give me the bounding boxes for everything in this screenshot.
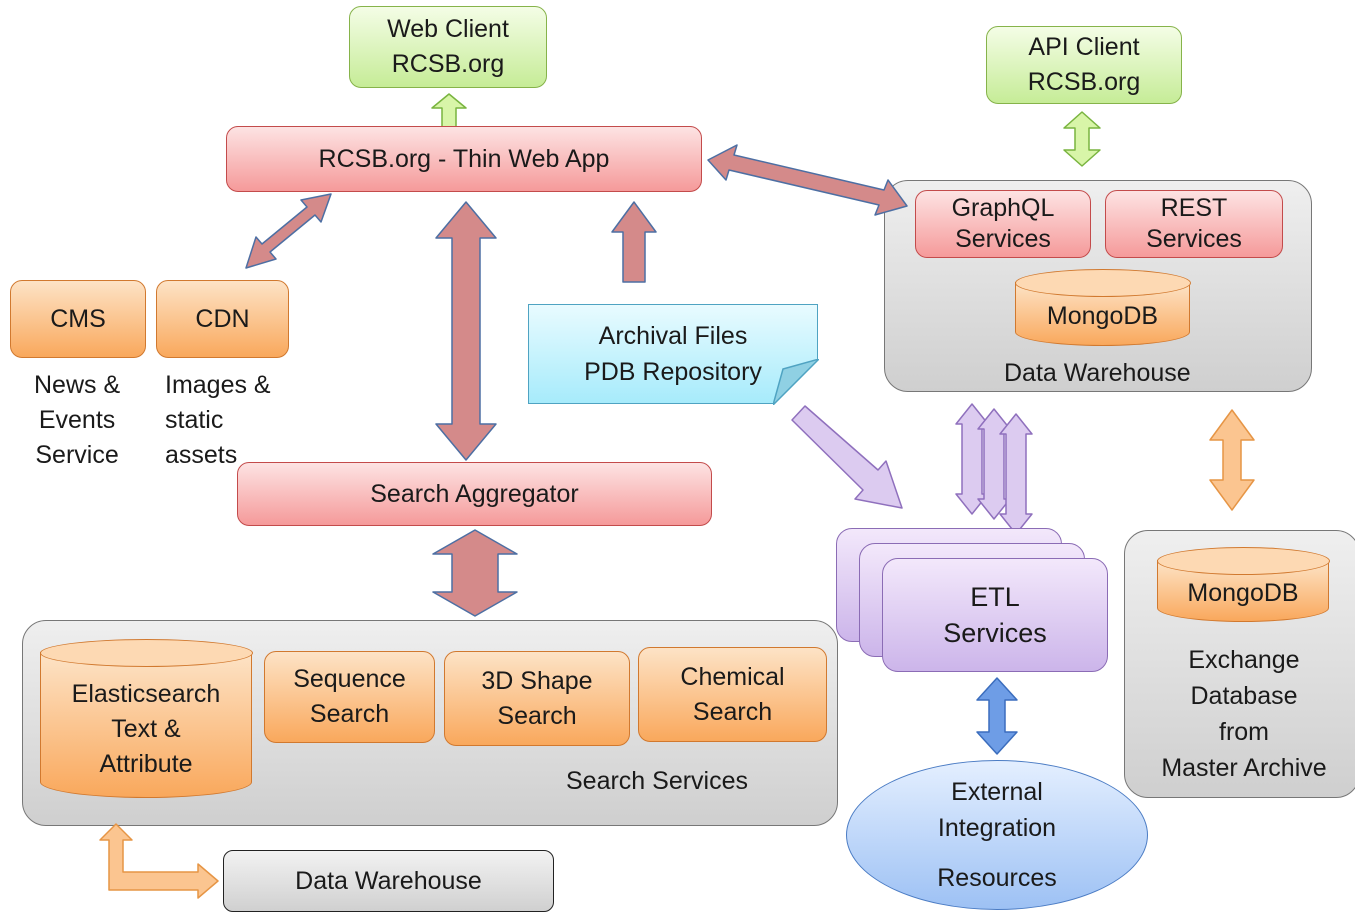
exchange-database-label: Exchange Database from Master Archive bbox=[1136, 642, 1352, 786]
archival-line1: Archival Files bbox=[598, 322, 748, 350]
cms-desc-line2: Events bbox=[38, 406, 116, 434]
elasticsearch-data-warehouse-arrow bbox=[99, 823, 219, 899]
graphql-line2: Services bbox=[955, 225, 1051, 253]
data-warehouse-bottom-label: Data Warehouse bbox=[295, 866, 482, 895]
chemical-line2: Search bbox=[692, 697, 773, 726]
elasticsearch-line3: Attribute bbox=[99, 749, 193, 778]
search-aggregator-search-services-arrow bbox=[432, 529, 518, 617]
external-line3: Resources bbox=[937, 864, 1057, 892]
warehouse-mongodb-cap bbox=[1014, 269, 1191, 297]
exchange-line1: Exchange bbox=[1188, 646, 1300, 674]
web-client-box: Web Client RCSB.org bbox=[349, 6, 547, 88]
cdn-desc-line3: assets bbox=[165, 441, 238, 469]
sequence-search-box: Sequence Search bbox=[264, 651, 435, 743]
rest-line2: Services bbox=[1146, 225, 1242, 253]
cdn-description: Images & static assets bbox=[165, 368, 271, 473]
search-aggregator-box: Search Aggregator bbox=[237, 462, 712, 526]
exchange-line2: Database bbox=[1190, 682, 1298, 710]
exchange-line3: from bbox=[1219, 718, 1269, 746]
cms-box: CMS bbox=[10, 280, 146, 358]
sequence-line1: Sequence bbox=[293, 665, 406, 693]
cms-desc-line3: Service bbox=[35, 441, 119, 469]
cdn-label: CDN bbox=[195, 304, 250, 333]
cdn-desc-line2: static bbox=[165, 406, 224, 434]
exchange-mongodb-label: MongoDB bbox=[1187, 578, 1299, 607]
shape-search-box: 3D Shape Search bbox=[444, 651, 630, 746]
etl-warehouse-arrow-2 bbox=[977, 408, 1011, 520]
cdn-box: CDN bbox=[156, 280, 289, 358]
cdn-desc-line1: Images & bbox=[165, 371, 271, 399]
archival-to-web-app-arrow bbox=[611, 201, 657, 283]
rest-line1: REST bbox=[1160, 193, 1228, 222]
data-warehouse-bottom-box: Data Warehouse bbox=[223, 850, 554, 912]
search-services-label: Search Services bbox=[566, 767, 749, 795]
exchange-line4: Master Archive bbox=[1161, 754, 1327, 782]
web-client-line1: Web Client bbox=[387, 15, 509, 43]
chemical-search-box: Chemical Search bbox=[638, 647, 827, 742]
external-line1: External bbox=[951, 778, 1043, 806]
external-line2: Integration bbox=[937, 814, 1057, 842]
elasticsearch-line2: Text & bbox=[111, 714, 181, 743]
exchange-mongodb-cap bbox=[1156, 547, 1330, 575]
sequence-line2: Search bbox=[309, 700, 390, 728]
thin-web-app-box: RCSB.org - Thin Web App bbox=[226, 126, 702, 192]
etl-warehouse-arrow-3 bbox=[999, 413, 1033, 535]
cms-desc-line1: News & bbox=[34, 371, 121, 399]
elasticsearch-cap bbox=[39, 639, 253, 667]
warehouse-exchange-arrow bbox=[1209, 409, 1255, 511]
etl-line2: Services bbox=[943, 618, 1047, 648]
archival-files-note: Archival Files PDB Repository bbox=[528, 304, 819, 405]
web-app-search-aggregator-arrow bbox=[435, 201, 497, 461]
shape-line1: 3D Shape bbox=[481, 666, 593, 695]
elasticsearch-line1: Elasticsearch bbox=[71, 679, 221, 708]
web-app-data-warehouse-arrow bbox=[707, 144, 908, 216]
cms-description: News & Events Service bbox=[34, 368, 120, 473]
thin-web-app-label: RCSB.org - Thin Web App bbox=[318, 144, 610, 173]
shape-line2: Search bbox=[497, 701, 577, 730]
archival-to-etl-arrow bbox=[791, 405, 903, 509]
graphql-services-box: GraphQL Services bbox=[915, 190, 1091, 258]
api-client-box: API Client RCSB.org bbox=[986, 26, 1182, 104]
cms-label: CMS bbox=[50, 304, 106, 333]
search-aggregator-label: Search Aggregator bbox=[370, 479, 579, 508]
web-client-line2: RCSB.org bbox=[391, 50, 505, 78]
warehouse-mongodb-label: MongoDB bbox=[1046, 301, 1159, 330]
api-client-line2: RCSB.org bbox=[1027, 68, 1141, 96]
elasticsearch-cylinder: Elasticsearch Text & Attribute bbox=[39, 639, 253, 798]
external-integration-ellipse: External Integration Resources bbox=[846, 760, 1148, 910]
etl-line1: ETL bbox=[970, 581, 1020, 612]
etl-warehouse-arrow-1 bbox=[955, 403, 989, 515]
etl-services-box: ETL Services bbox=[882, 558, 1108, 672]
page-fold-icon bbox=[773, 359, 819, 405]
rest-services-box: REST Services bbox=[1105, 190, 1283, 258]
data-warehouse-top-label: Data Warehouse bbox=[1004, 359, 1191, 387]
api-client-graphql-arrow bbox=[1063, 111, 1101, 167]
api-client-line1: API Client bbox=[1028, 33, 1140, 61]
archival-line2: PDB Repository bbox=[584, 358, 762, 386]
graphql-line1: GraphQL bbox=[951, 193, 1055, 222]
warehouse-mongodb-cylinder: MongoDB bbox=[1014, 269, 1191, 346]
cdn-web-app-arrow bbox=[245, 193, 332, 269]
chemical-line1: Chemical bbox=[680, 662, 785, 691]
etl-external-arrow bbox=[976, 677, 1018, 755]
exchange-mongodb-cylinder: MongoDB bbox=[1156, 547, 1330, 622]
